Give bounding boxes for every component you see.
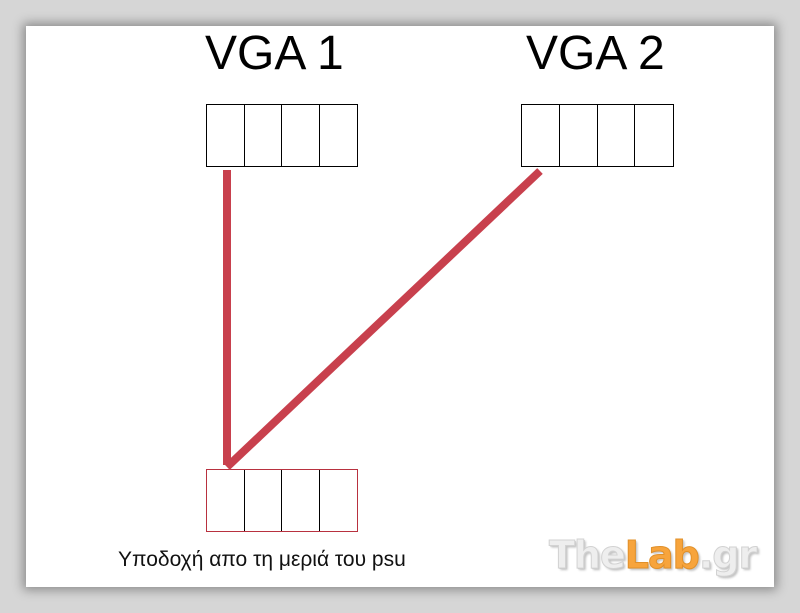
logo-part-gr: .gr	[698, 533, 757, 578]
connector-pin	[522, 105, 560, 166]
connector-pin	[207, 105, 245, 166]
logo-part-lab: Lab	[624, 533, 700, 578]
psu-caption: Υποδοχή απο τη μεριά του psu	[118, 548, 406, 571]
logo-part-the: The	[549, 533, 627, 578]
vga1-label: VGA 1	[205, 27, 344, 80]
vga2-label: VGA 2	[526, 27, 665, 80]
cable-psu-to-vga2	[224, 168, 543, 470]
connector-pin	[560, 105, 598, 166]
connector-pin	[245, 470, 282, 531]
psu-connector	[206, 469, 358, 532]
vga2-connector	[521, 104, 674, 167]
connector-pin	[245, 105, 282, 166]
vga1-connector	[206, 104, 358, 167]
connector-pin	[282, 105, 320, 166]
connector-pin	[282, 470, 320, 531]
connector-pin	[207, 470, 245, 531]
connector-pin	[598, 105, 636, 166]
thelab-logo: TheLab.gr	[549, 533, 758, 578]
